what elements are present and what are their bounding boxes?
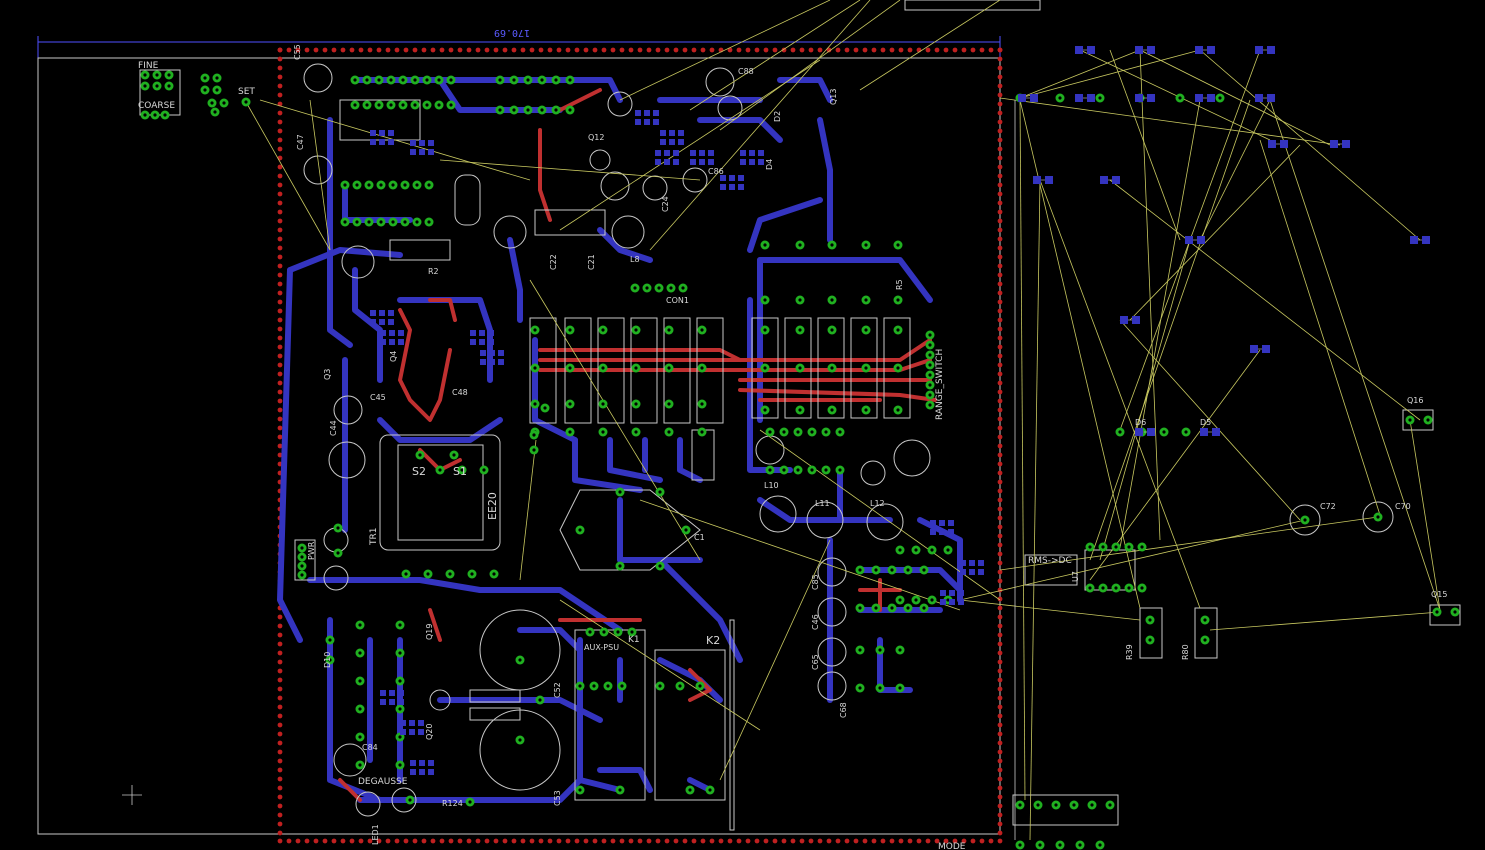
restrict-frame — [277, 47, 1003, 844]
label-s2: S2 — [412, 465, 426, 478]
label-con1: CON1 — [666, 296, 689, 305]
labels: FINE COARSE SET C55 C47 C88 C86 C24 C22 … — [138, 44, 1447, 850]
label-r124: R124 — [442, 799, 463, 808]
label-k2: K2 — [706, 634, 720, 647]
label-c21: C21 — [587, 254, 596, 270]
label-c44: C44 — [329, 420, 338, 436]
label-c47: C47 — [296, 134, 305, 150]
label-coarse: COARSE — [138, 101, 175, 111]
label-r5: R5 — [895, 279, 904, 290]
label-d10: D10 — [323, 652, 332, 668]
label-c45: C45 — [370, 393, 386, 402]
label-u7: U7 — [1071, 571, 1080, 582]
label-c1: C1 — [694, 533, 705, 542]
label-s1: S1 — [453, 465, 467, 478]
dimension-label: 170.69 — [494, 27, 530, 38]
label-range-switch: RANGE_SWITCH — [935, 349, 945, 420]
label-c68: C68 — [839, 702, 848, 718]
label-led1: LED1 — [371, 824, 380, 845]
pads — [140, 70, 1460, 850]
label-q3: Q3 — [323, 369, 332, 380]
top-layer-traces — [338, 88, 937, 802]
label-degausse: DEGAUSSE — [358, 777, 408, 787]
label-q12: Q12 — [588, 133, 604, 142]
label-set: SET — [238, 87, 255, 97]
label-c53: C53 — [553, 790, 562, 806]
label-q16: Q16 — [1407, 396, 1423, 405]
label-l8: L8 — [630, 255, 640, 264]
label-d6: D6 — [1135, 418, 1146, 427]
airwires — [245, 0, 1441, 841]
origin-cross-icon — [122, 785, 142, 805]
label-r80: R80 — [1181, 644, 1190, 660]
label-c72: C72 — [1320, 502, 1336, 511]
label-c52: C52 — [553, 682, 562, 698]
label-l10: L10 — [764, 481, 779, 490]
label-q15: Q15 — [1431, 590, 1447, 599]
label-c70: C70 — [1395, 502, 1411, 511]
label-d4: D4 — [765, 159, 774, 170]
label-c85: C85 — [811, 574, 820, 590]
label-q4: Q4 — [389, 351, 398, 362]
unplaced-smd-parts — [370, 46, 1430, 775]
label-aux-psu: AUX-PSU — [584, 643, 619, 652]
dimension-marker: 170.69 — [37, 27, 1001, 58]
label-c24: C24 — [661, 196, 670, 212]
label-r39: R39 — [1125, 644, 1134, 660]
label-c84: C84 — [362, 743, 378, 752]
label-r2: R2 — [428, 267, 439, 276]
label-c86: C86 — [708, 167, 724, 176]
label-c48: C48 — [452, 388, 468, 397]
label-d2: D2 — [773, 111, 782, 122]
label-l11: L11 — [815, 499, 830, 508]
label-q20: Q20 — [425, 724, 434, 740]
label-c88: C88 — [738, 67, 754, 76]
label-pwr: PWR — [307, 541, 316, 560]
label-mode: MODE — [938, 842, 966, 850]
label-c55: C55 — [293, 44, 302, 60]
label-rms-dc: RMS->DC — [1028, 556, 1072, 566]
label-q13: Q13 — [829, 89, 838, 105]
label-fine: FINE — [138, 61, 159, 71]
label-ee20: EE20 — [486, 492, 499, 520]
label-c65: C65 — [811, 654, 820, 670]
label-tr1: TR1 — [369, 528, 379, 546]
label-l12: L12 — [870, 499, 885, 508]
label-k1: K1 — [628, 635, 640, 645]
component-outlines — [139, 0, 1461, 831]
label-c22: C22 — [549, 254, 558, 270]
label-q19: Q19 — [425, 624, 434, 640]
label-c46: C46 — [811, 614, 820, 630]
label-d5: D5 — [1200, 418, 1211, 427]
